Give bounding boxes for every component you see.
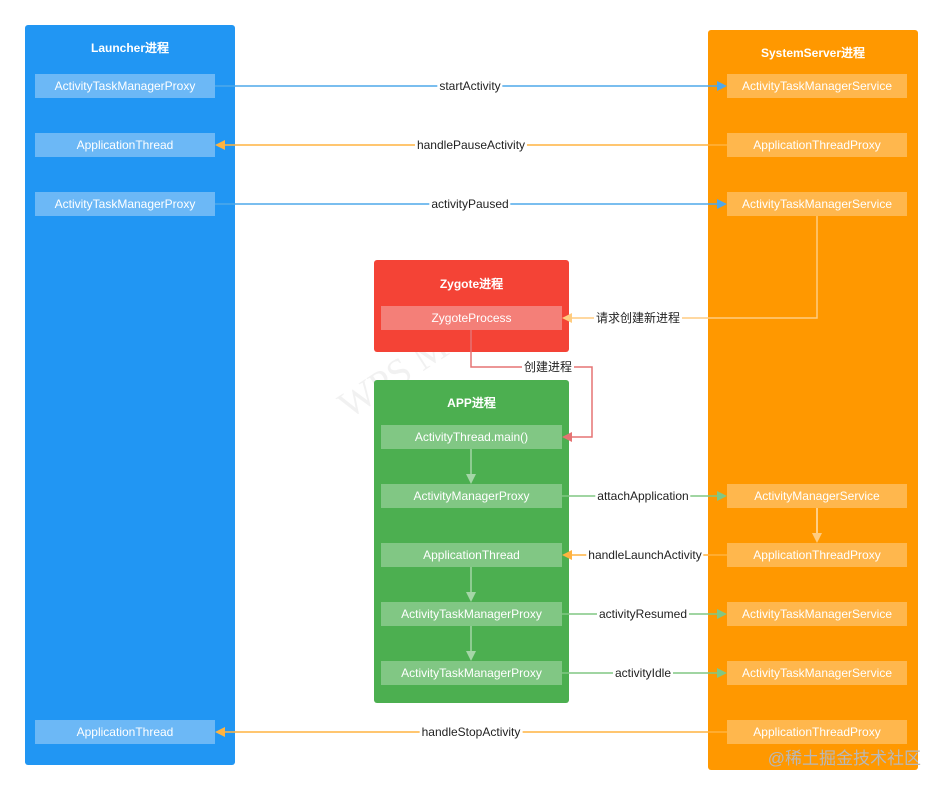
zygote-process-title: Zygote进程 — [439, 277, 504, 291]
launcher-activitytaskmanagerproxy-box-2: ActivityTaskManagerProxy — [35, 192, 215, 216]
activityresumed-label: activityResumed — [596, 607, 690, 621]
create-process-label: 创建进程 — [521, 360, 575, 374]
handlelaunchactivity-label: handleLaunchActivity — [586, 548, 704, 562]
activitypaused-label: activityPaused — [429, 197, 511, 211]
system-activitymanagerservice-box: ActivityManagerService — [727, 484, 907, 508]
app-activitytaskmanagerproxy-box-2: ActivityTaskManagerProxy — [381, 661, 562, 685]
system-activitytaskmanagerservice-box: ActivityTaskManagerService — [727, 74, 907, 98]
app-activitytaskmanagerproxy-box: ActivityTaskManagerProxy — [381, 602, 562, 626]
create-process-arrow — [470, 330, 593, 442]
system-applicationthreadproxy-box-3: ApplicationThreadProxy — [727, 720, 907, 744]
launcher-applicationthread-box-2: ApplicationThread — [35, 720, 215, 744]
handlestopactivity-label: handleStopActivity — [419, 725, 523, 739]
app-process-title: APP进程 — [447, 396, 496, 410]
system-activitytaskmanagerservice-box-3: ActivityTaskManagerService — [727, 602, 907, 626]
launcher-activitytaskmanagerproxy-box: ActivityTaskManagerProxy — [35, 74, 215, 98]
startactivity-label: startActivity — [437, 79, 503, 93]
app-applicationthread-box: ApplicationThread — [381, 543, 562, 567]
zygoteprocess-box: ZygoteProcess — [381, 306, 562, 330]
systemserver-process-title: SystemServer进程 — [760, 46, 866, 60]
handlepauseactivity-label: handlePauseActivity — [414, 138, 528, 152]
app-activitymanagerproxy-box: ActivityManagerProxy — [381, 484, 562, 508]
request-new-process-label: 请求创建新进程 — [593, 311, 683, 325]
system-applicationthreadproxy-box: ApplicationThreadProxy — [727, 133, 907, 157]
system-activitytaskmanagerservice-box-2: ActivityTaskManagerService — [727, 192, 907, 216]
system-activitytaskmanagerservice-box-4: ActivityTaskManagerService — [727, 661, 907, 685]
launcher-applicationthread-box: ApplicationThread — [35, 133, 215, 157]
attachapplication-label: attachApplication — [595, 489, 691, 503]
request-new-process-arrow — [562, 216, 818, 323]
launcher-process-title: Launcher进程 — [90, 41, 169, 55]
system-applicationthreadproxy-box-2: ApplicationThreadProxy — [727, 543, 907, 567]
activityidle-label: activityIdle — [612, 666, 674, 680]
app-activitythread-main-box: ActivityThread.main() — [381, 425, 562, 449]
source-watermark: @稀土掘金技术社区 — [767, 749, 921, 768]
